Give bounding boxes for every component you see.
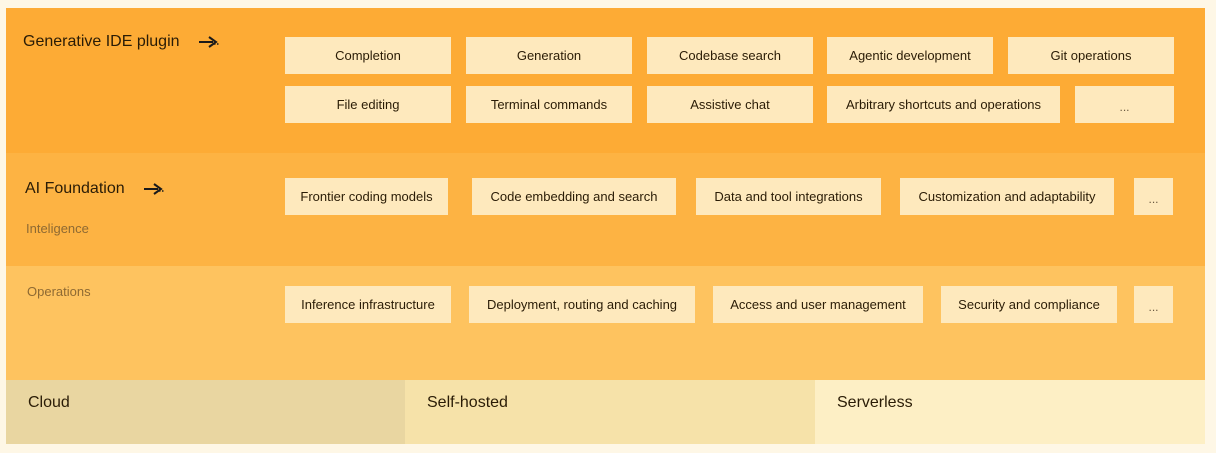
ai-foundation-layer: AI Foundation Inteligence Frontier codin…	[6, 153, 1205, 266]
ide-plugin-layer: Generative IDE plugin Completion Generat…	[6, 8, 1205, 153]
foundation-more: ...	[1134, 178, 1173, 215]
platform-self-hosted: Self-hosted	[405, 380, 815, 444]
ops-security-compliance: Security and compliance	[941, 286, 1117, 323]
ai-foundation-title: AI Foundation	[25, 180, 165, 198]
foundation-data-tool-integrations: Data and tool integrations	[696, 178, 881, 215]
operations-layer: Operations Inference infrastructure Depl…	[6, 266, 1205, 380]
foundation-customization-adaptability: Customization and adaptability	[900, 178, 1114, 215]
capability-git-operations: Git operations	[1008, 37, 1174, 74]
intelligence-label: Inteligence	[26, 221, 89, 236]
arrow-right-icon	[198, 36, 219, 48]
platform-cloud: Cloud	[6, 380, 405, 444]
ide-plugin-title: Generative IDE plugin	[23, 33, 220, 51]
capability-agentic-development: Agentic development	[827, 37, 993, 74]
capability-assistive-chat: Assistive chat	[647, 86, 813, 123]
ops-deployment-routing-caching: Deployment, routing and caching	[469, 286, 695, 323]
capability-arbitrary-shortcuts: Arbitrary shortcuts and operations	[827, 86, 1060, 123]
arrow-right-icon	[143, 183, 164, 195]
capability-file-editing: File editing	[285, 86, 451, 123]
ai-foundation-title-text: AI Foundation	[25, 180, 125, 197]
ops-inference-infrastructure: Inference infrastructure	[285, 286, 451, 323]
capability-terminal-commands: Terminal commands	[466, 86, 632, 123]
operations-label: Operations	[27, 284, 91, 299]
capability-more: ...	[1075, 86, 1174, 123]
foundation-code-embedding-search: Code embedding and search	[472, 178, 676, 215]
ide-plugin-title-text: Generative IDE plugin	[23, 33, 180, 50]
ops-access-user-management: Access and user management	[713, 286, 923, 323]
capability-codebase-search: Codebase search	[647, 37, 813, 74]
platform-serverless: Serverless	[815, 380, 1205, 444]
foundation-frontier-coding-models: Frontier coding models	[285, 178, 448, 215]
ops-more: ...	[1134, 286, 1173, 323]
capability-generation: Generation	[466, 37, 632, 74]
capability-completion: Completion	[285, 37, 451, 74]
